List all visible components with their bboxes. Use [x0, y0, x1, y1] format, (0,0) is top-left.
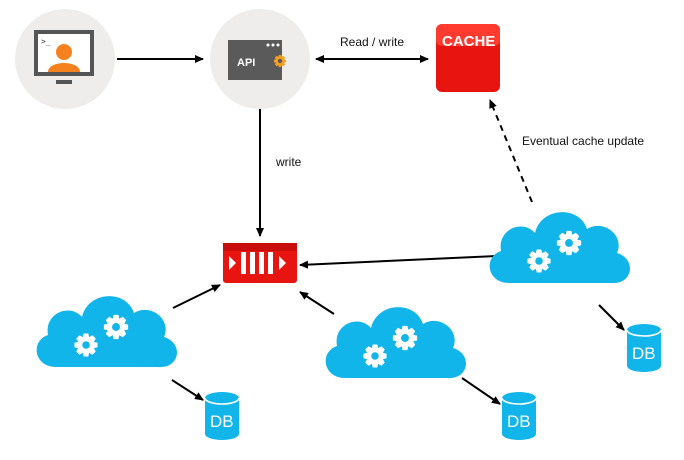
message-queue-icon: [223, 243, 297, 283]
label-write: write: [275, 155, 302, 169]
db-label-1: DB: [210, 412, 234, 431]
cloud-gears-icon: [37, 296, 177, 367]
user-computer-icon: >_: [34, 30, 94, 84]
edge-service3-to-queue: [299, 255, 498, 269]
db-label-3: DB: [632, 344, 656, 363]
svg-text:>_: >_: [41, 37, 51, 46]
api-node: API: [210, 9, 310, 109]
service-cloud-2: [326, 307, 466, 378]
edge-cache-update: [489, 99, 533, 203]
cache-node: CACHE: [436, 24, 500, 92]
cache-label: CACHE: [442, 33, 495, 50]
api-label: API: [237, 57, 255, 69]
api-gear-icon: API: [228, 40, 287, 80]
database-3: DB: [626, 323, 662, 373]
edge-service3-to-db: [598, 304, 625, 331]
cloud-gears-icon: [326, 307, 466, 378]
database-1: DB: [204, 391, 240, 441]
db-label-2: DB: [507, 412, 531, 431]
label-eventual-cache-update: Eventual cache update: [522, 134, 644, 148]
cloud-gears-icon: [490, 212, 630, 283]
service-cloud-1: [37, 296, 177, 367]
edge-service2-to-queue: [299, 291, 335, 315]
edge-service1-to-db: [171, 379, 204, 401]
user-node: >_: [15, 9, 115, 109]
database-2: DB: [501, 391, 537, 441]
edge-service1-to-queue: [172, 284, 221, 309]
edge-service2-to-db: [461, 377, 501, 405]
label-read-write: Read / write: [340, 35, 404, 49]
service-cloud-3: [490, 212, 630, 283]
